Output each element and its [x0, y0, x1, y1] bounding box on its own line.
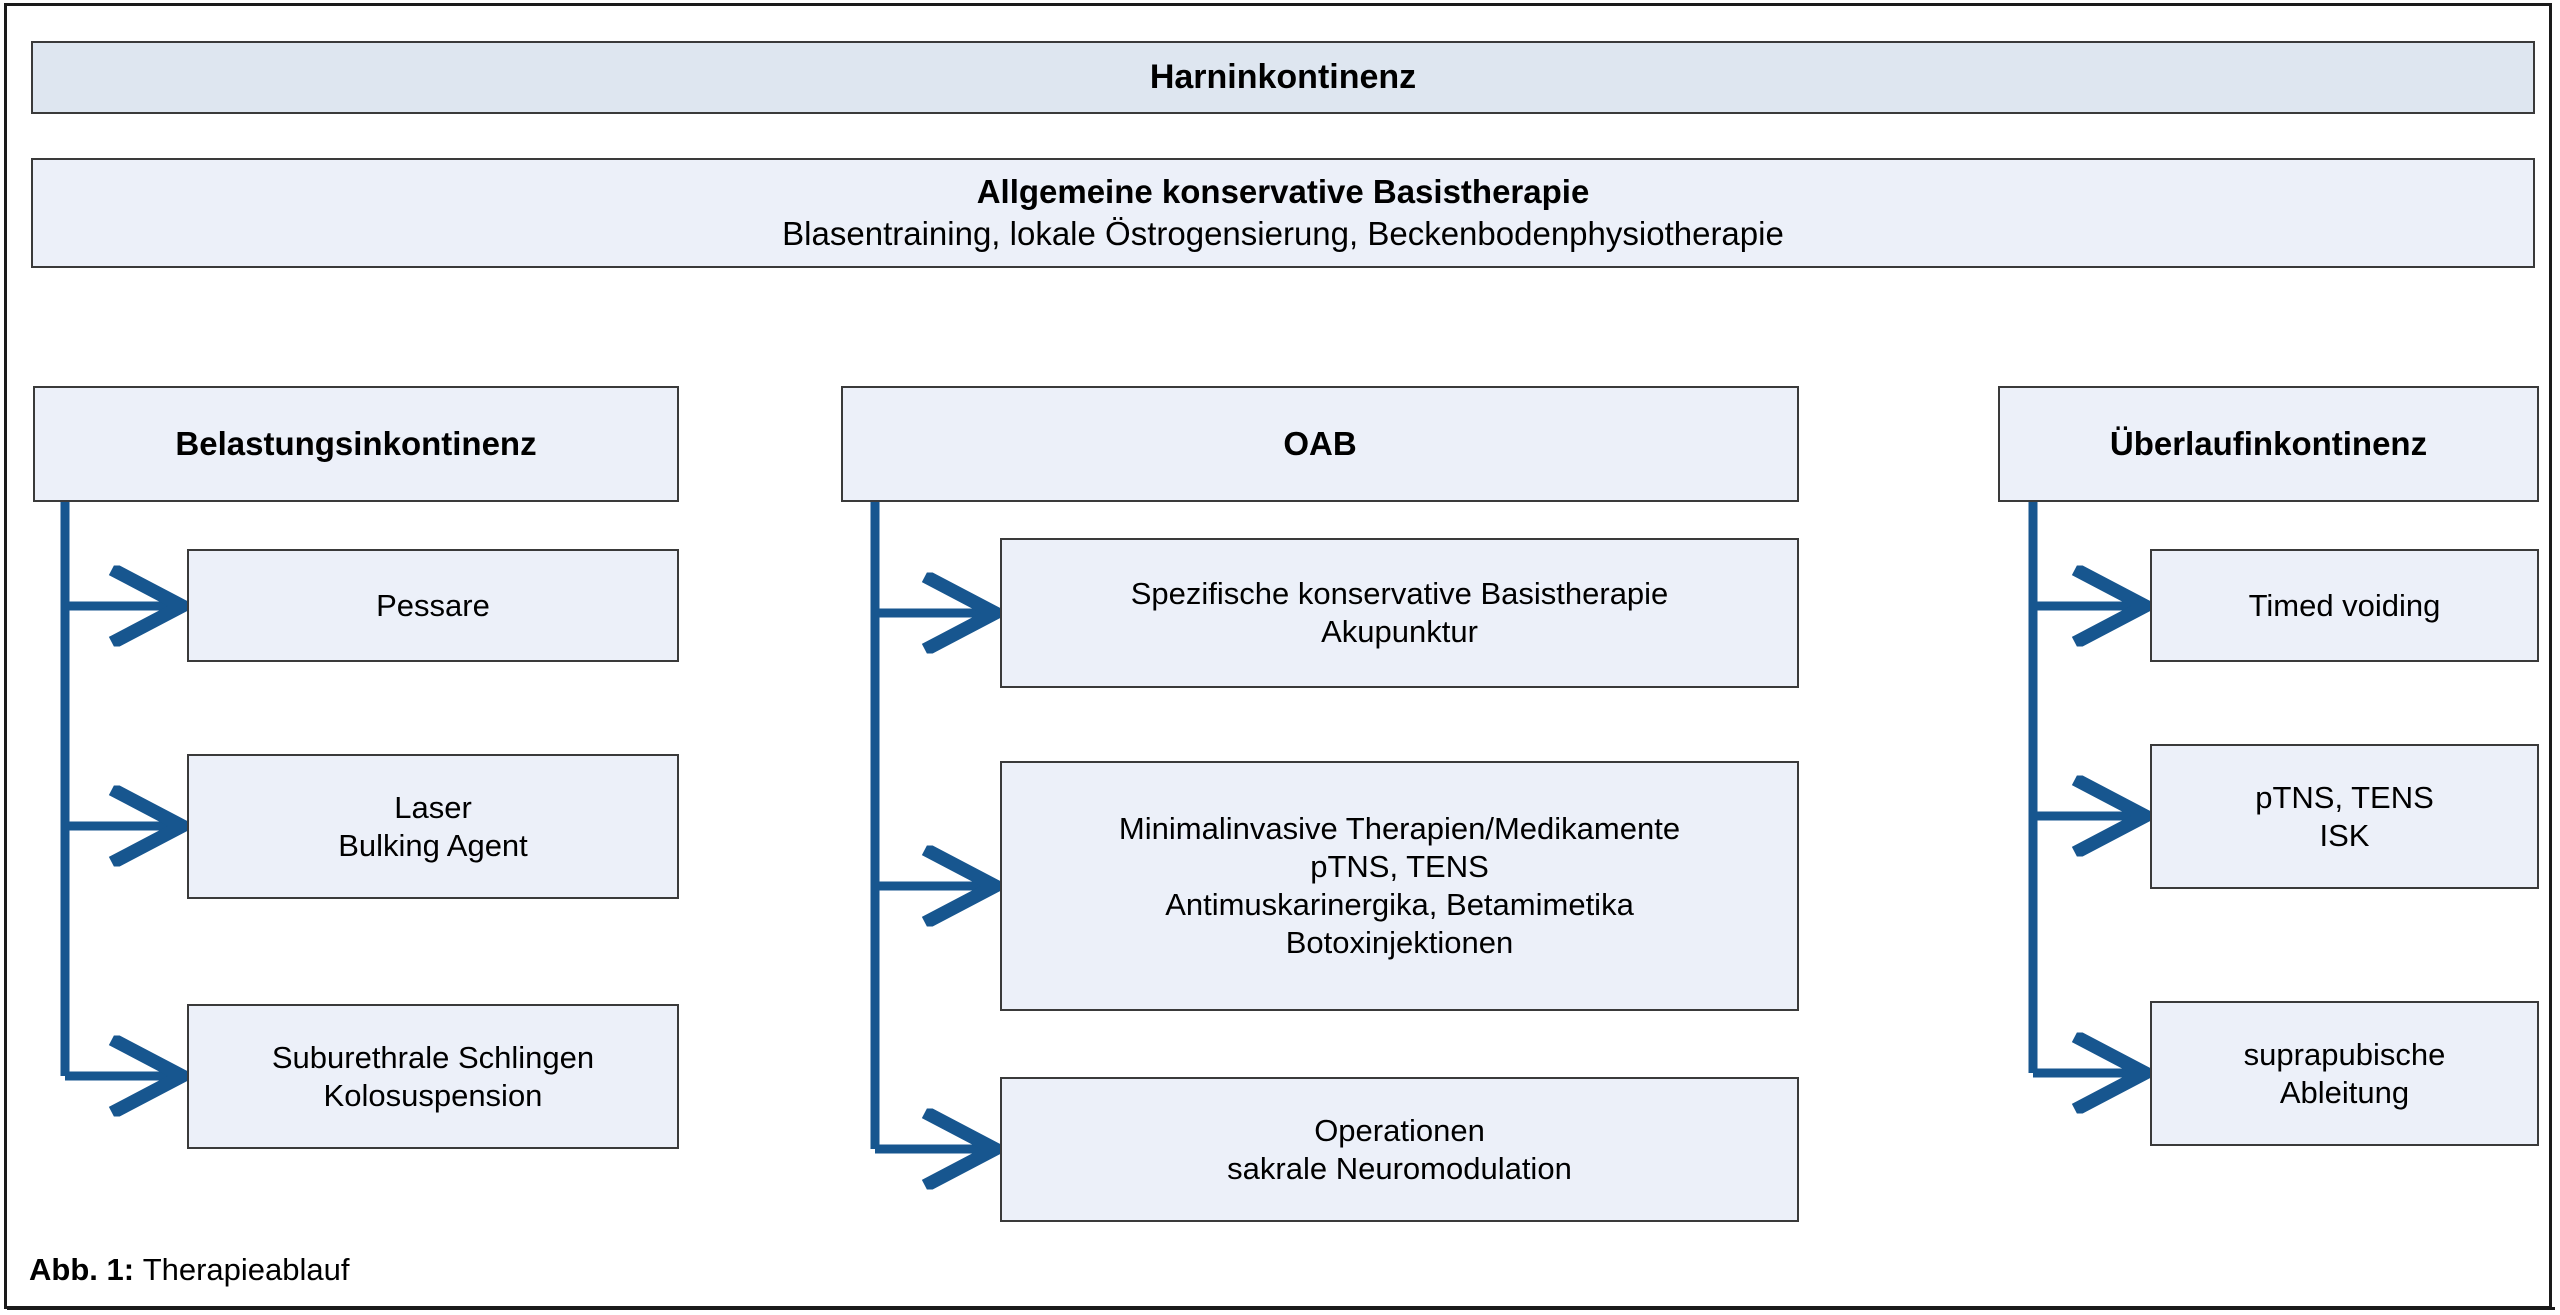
node-treatment-suburethrale-schlingen: Suburethrale Schlingen Kolosuspension: [187, 1004, 679, 1149]
treatment-line: pTNS, TENS: [1310, 849, 1489, 885]
treatment-line: Timed voiding: [2248, 587, 2441, 623]
treatment-line: Akupunktur: [1321, 614, 1478, 649]
treatment-line: Pessare: [376, 587, 490, 623]
node-treatment-timed-voiding: Timed voiding: [2150, 549, 2539, 662]
treatment-line: Operationen: [1314, 1112, 1485, 1148]
node-basistherapie: Allgemeine konservative Basistherapie Bl…: [31, 158, 2535, 268]
category-label: OAB: [1283, 424, 1357, 462]
node-base-title: Allgemeine konservative Basistherapie: [976, 172, 1590, 210]
treatment-line: ISK: [2319, 817, 2370, 853]
connectors-stress: [60, 502, 175, 1076]
node-harninkontinenz: Harninkontinenz: [31, 41, 2535, 114]
node-treatment-pessare: Pessare: [187, 549, 679, 662]
flowchart-diagram: Harninkontinenz Allgemeine konservative …: [7, 6, 2555, 1312]
node-treatment-ptns-tens-isk: pTNS, TENS ISK: [2150, 744, 2539, 889]
treatment-line: Spezifische konservative Basistherapie: [1130, 576, 1669, 612]
treatment-line: Laser: [394, 789, 472, 825]
node-treatment-spezifische-basistherapie: Spezifische konservative Basistherapie A…: [1000, 538, 1799, 688]
node-treatment-suprapubische-ableitung: suprapubische Ableitung: [2150, 1001, 2539, 1146]
category-label: Überlaufinkontinenz: [2109, 424, 2428, 462]
treatment-line: Suburethrale Schlingen: [271, 1039, 595, 1075]
node-category-belastungsinkontinenz: Belastungsinkontinenz: [33, 386, 679, 502]
node-treatment-laser-bulking-agent: Laser Bulking Agent: [187, 754, 679, 899]
connectors-oab: [870, 502, 988, 1149]
node-category-oab: OAB: [841, 386, 1799, 502]
figure-caption-label: Abb. 1:: [29, 1252, 135, 1287]
treatment-line: Kolosuspension: [323, 1077, 543, 1113]
node-treatment-operationen-neuromodulation: Operationen sakrale Neuromodulation: [1000, 1077, 1799, 1222]
node-root-title: Harninkontinenz: [1149, 57, 1417, 96]
category-label: Belastungsinkontinenz: [175, 424, 537, 462]
figure-caption: Abb. 1: Therapieablauf: [29, 1252, 350, 1288]
treatment-line: Antimuskarinergika, Betamimetika: [1165, 887, 1634, 922]
connectors-overflow: [2028, 502, 2138, 1073]
node-category-ueberlaufinkontinenz: Überlaufinkontinenz: [1998, 386, 2539, 502]
treatment-line: Bulking Agent: [338, 827, 528, 863]
figure-caption-text: Therapieablauf: [142, 1252, 350, 1287]
treatment-line: pTNS, TENS: [2255, 779, 2434, 815]
node-base-detail: Blasentraining, lokale Östrogensierung, …: [782, 215, 1784, 252]
node-treatment-minimalinvasive-therapien: Minimalinvasive Therapien/Medikamente pT…: [1000, 761, 1799, 1011]
caption-divider: [7, 1307, 2555, 1310]
treatment-line: Minimalinvasive Therapien/Medikamente: [1118, 811, 1681, 847]
figure-frame: Harninkontinenz Allgemeine konservative …: [4, 3, 2555, 1312]
treatment-line: Ableitung: [2279, 1074, 2410, 1110]
treatment-line: suprapubische: [2243, 1036, 2446, 1072]
treatment-line: sakrale Neuromodulation: [1227, 1150, 1572, 1186]
treatment-line: Botoxinjektionen: [1285, 924, 1514, 960]
